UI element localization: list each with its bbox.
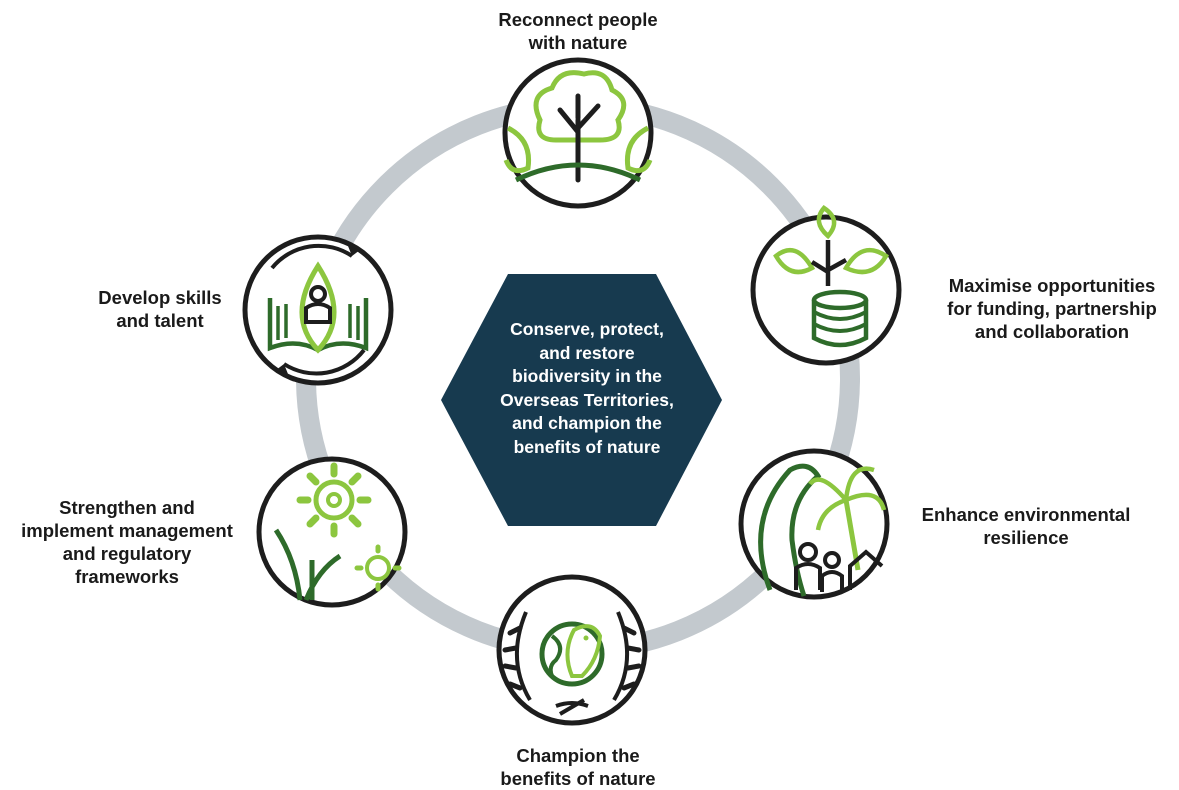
wave-palm-family-icon xyxy=(738,448,890,600)
book-person-cycle-icon xyxy=(242,234,394,386)
objective-label-funding: Maximise opportunities for funding, part… xyxy=(947,275,1157,342)
objective-label-skills: Develop skills and talent xyxy=(98,287,222,331)
globe-fish-laurel-icon xyxy=(496,574,648,726)
center-hexagon xyxy=(441,274,722,526)
sapling-coins-icon xyxy=(750,205,902,366)
tree-icon xyxy=(502,57,654,209)
gears-plant-icon xyxy=(256,456,408,608)
objective-label-resilience: Enhance environmental resilience xyxy=(921,504,1131,548)
objective-label-frameworks: Strengthen and implement management and … xyxy=(21,497,233,587)
objective-label-champion: Champion the benefits of nature xyxy=(500,745,656,789)
objective-label-reconnect: Reconnect people with nature xyxy=(498,9,658,53)
central-goal-text: Conserve, protect, and restore biodivers… xyxy=(500,319,674,457)
